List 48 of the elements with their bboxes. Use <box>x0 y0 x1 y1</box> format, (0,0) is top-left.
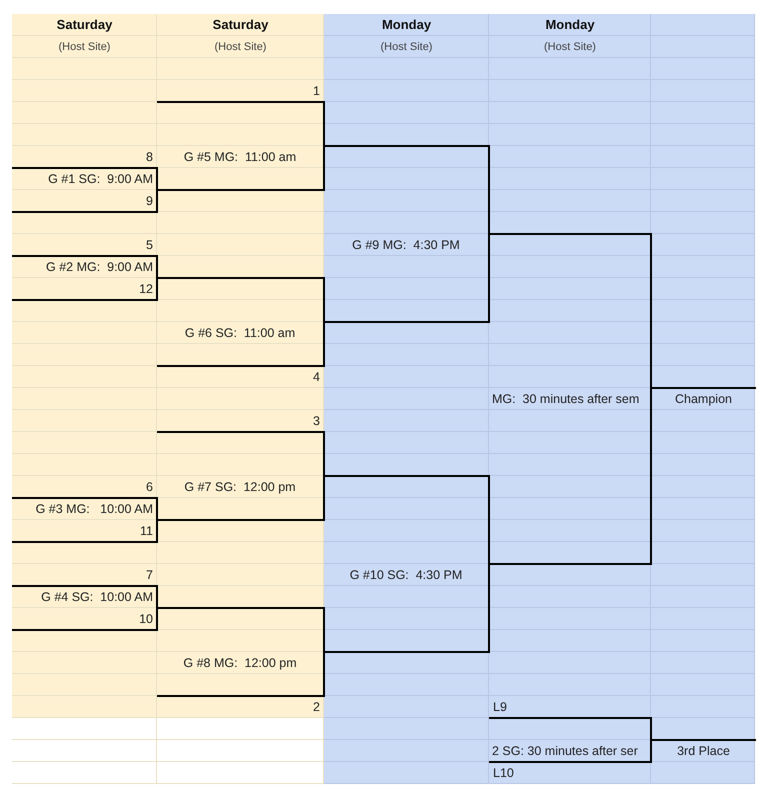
day-header: Saturday <box>56 16 112 34</box>
bracket <box>324 145 490 323</box>
game-label: MG: 30 minutes after sem <box>491 391 640 408</box>
site-label: (Host Site) <box>380 40 432 55</box>
seed-label: 7 <box>146 567 153 584</box>
seed-label: 1 <box>313 83 320 100</box>
seed-label: 9 <box>146 193 153 210</box>
seed-label: 3 <box>313 413 320 430</box>
bracket <box>489 233 652 565</box>
game-label: G #6 SG: 11:00 am <box>184 325 296 342</box>
game-label: 2 SG: 30 minutes after ser <box>491 743 639 760</box>
bracket <box>157 607 325 697</box>
bracket <box>489 717 652 763</box>
game-label: G #10 SG: 4:30 PM <box>348 567 464 584</box>
game-label: G #8 MG: 12:00 pm <box>182 655 298 672</box>
day-header: Saturday <box>212 16 268 34</box>
bracket <box>157 101 325 191</box>
seed-label: 2 <box>313 699 320 716</box>
seed-label: 8 <box>146 149 153 166</box>
seed-label: L9 <box>493 699 507 716</box>
game-label: G #7 SG: 12:00 pm <box>183 479 297 496</box>
day-header: Monday <box>382 16 432 34</box>
game-label: 3rd Place <box>676 743 731 760</box>
bracket <box>12 167 158 213</box>
seed-label: 6 <box>146 479 153 496</box>
seed-label: 11 <box>140 523 153 540</box>
day-header: Monday <box>545 16 595 34</box>
seed-label: 12 <box>139 281 153 298</box>
game-label: Champion <box>674 391 733 408</box>
site-label: (Host Site) <box>58 40 110 55</box>
bracket <box>157 277 325 367</box>
game-label: G #4 SG: 10:00 AM <box>40 589 154 606</box>
game-label: G #3 MG: 10:00 AM <box>34 501 154 518</box>
seed-label: 5 <box>146 237 153 254</box>
bracket <box>12 585 158 631</box>
game-label: G #9 MG: 4:30 PM <box>351 237 461 254</box>
bracket <box>157 431 325 521</box>
site-label: (Host Site) <box>544 40 596 55</box>
site-label: (Host Site) <box>214 40 266 55</box>
game-label: G #5 MG: 11:00 am <box>182 149 298 166</box>
seed-label: L10 <box>493 765 514 782</box>
seed-label: 4 <box>313 369 320 386</box>
bracket <box>12 497 158 543</box>
bracket <box>324 475 490 653</box>
game-label: G #2 MG: 9:00 AM <box>45 259 154 276</box>
game-label: G #1 SG: 9:00 AM <box>47 171 154 188</box>
seed-label: 10 <box>139 611 153 628</box>
bracket <box>12 255 158 301</box>
